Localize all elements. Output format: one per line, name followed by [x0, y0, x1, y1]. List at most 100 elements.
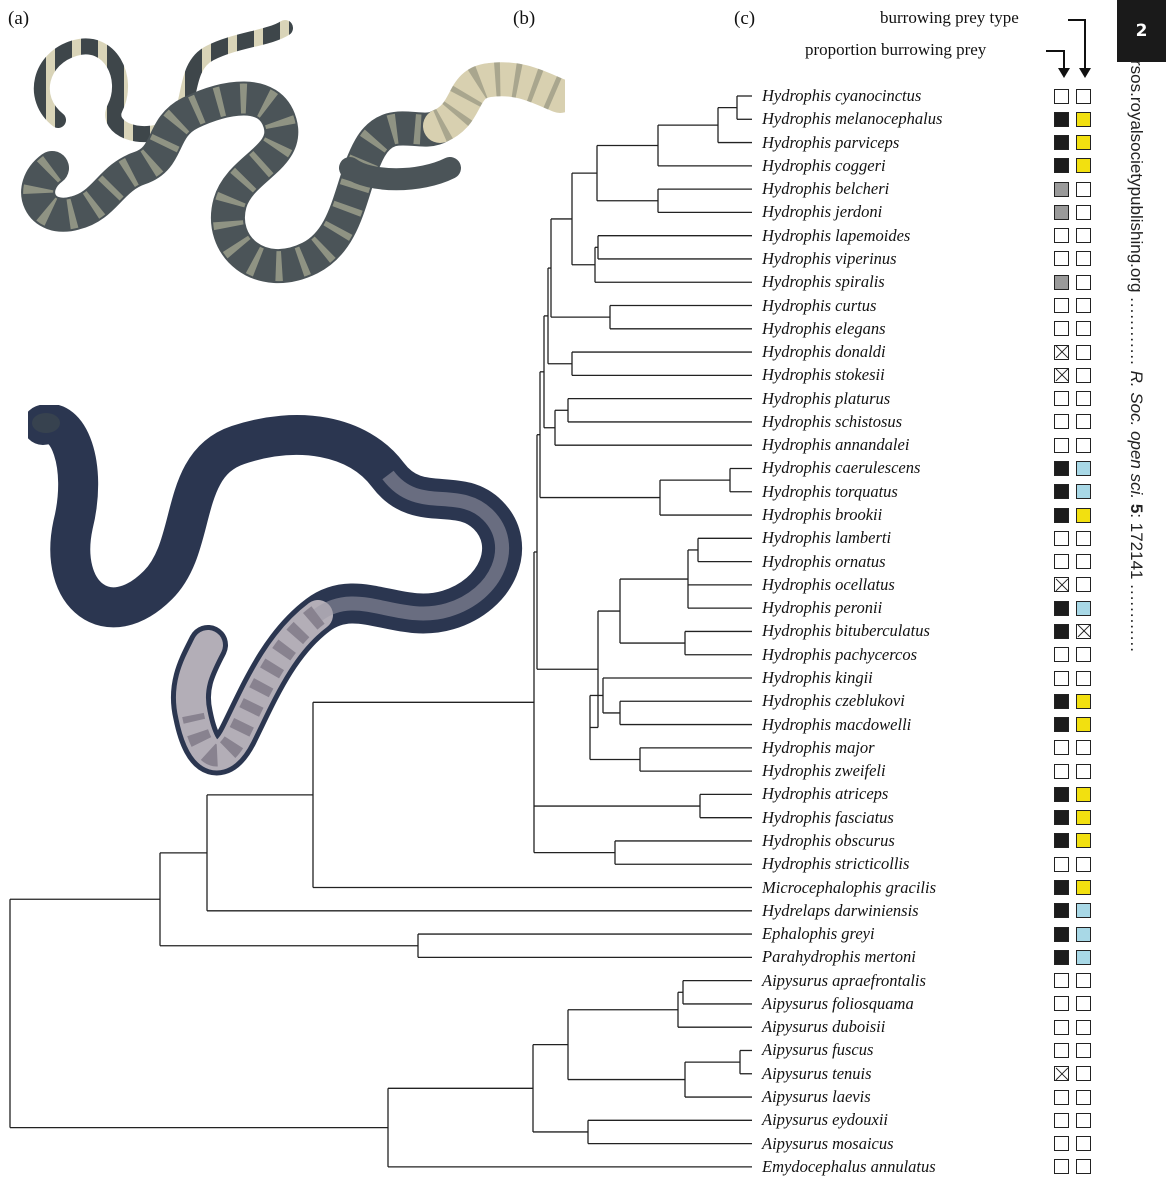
proportion-cell [1054, 601, 1069, 616]
prey-type-cell [1076, 1136, 1091, 1151]
prey-type-cell [1076, 182, 1091, 197]
proportion-cell [1054, 880, 1069, 895]
taxon-label: Hydrophis czeblukovi [762, 691, 905, 711]
proportion-cell [1054, 368, 1069, 383]
prey-type-cell [1076, 414, 1091, 429]
prey-type-cell [1076, 577, 1091, 592]
taxon-label: Hydrophis platurus [762, 389, 890, 409]
prey-type-cell [1076, 438, 1091, 453]
taxon-label: Hydrophis belcheri [762, 179, 889, 199]
taxon-label: Hydrophis parviceps [762, 133, 899, 153]
proportion-cell [1054, 740, 1069, 755]
taxon-label: Hydrophis obscurus [762, 831, 895, 851]
taxon-label: Hydrophis macdowelli [762, 715, 911, 735]
prey-type-cell [1076, 158, 1091, 173]
prey-type-cell [1076, 89, 1091, 104]
taxon-label: Hydrophis schistosus [762, 412, 902, 432]
prey-type-cell [1076, 135, 1091, 150]
proportion-cell [1054, 414, 1069, 429]
prey-type-cell [1076, 1113, 1091, 1128]
prey-type-cell [1076, 1066, 1091, 1081]
prey-type-cell [1076, 857, 1091, 872]
taxon-label: Hydrophis torquatus [762, 482, 898, 502]
prey-type-cell [1076, 950, 1091, 965]
prey-type-cell [1076, 764, 1091, 779]
prey-type-cell [1076, 345, 1091, 360]
taxon-label: Hydrophis coggeri [762, 156, 886, 176]
taxon-label: Hydrophis elegans [762, 319, 886, 339]
prey-type-cell [1076, 368, 1091, 383]
prey-type-cell [1076, 554, 1091, 569]
proportion-cell [1054, 345, 1069, 360]
taxon-label: Parahydrophis mertoni [762, 947, 916, 967]
prey-type-cell [1076, 973, 1091, 988]
prey-type-cell [1076, 298, 1091, 313]
taxon-label: Hydrophis kingii [762, 668, 873, 688]
proportion-cell [1054, 833, 1069, 848]
proportion-cell [1054, 1020, 1069, 1035]
taxon-label: Hydrophis lapemoides [762, 226, 910, 246]
taxon-label: Hydrophis curtus [762, 296, 876, 316]
proportion-cell [1054, 996, 1069, 1011]
proportion-cell [1054, 1090, 1069, 1105]
proportion-cell [1054, 275, 1069, 290]
proportion-cell [1054, 112, 1069, 127]
taxon-label: Hydrophis zweifeli [762, 761, 886, 781]
proportion-cell [1054, 484, 1069, 499]
taxon-label: Aipysurus mosaicus [762, 1134, 894, 1154]
proportion-cell [1054, 1043, 1069, 1058]
proportion-cell [1054, 298, 1069, 313]
prey-type-cell [1076, 1020, 1091, 1035]
proportion-cell [1054, 89, 1069, 104]
proportion-cell [1054, 903, 1069, 918]
proportion-cell [1054, 717, 1069, 732]
prey-type-cell [1076, 833, 1091, 848]
prey-type-cell [1076, 228, 1091, 243]
prey-type-cell [1076, 880, 1091, 895]
proportion-cell [1054, 1066, 1069, 1081]
taxon-label: Hydrophis fasciatus [762, 808, 894, 828]
proportion-cell [1054, 950, 1069, 965]
proportion-cell [1054, 228, 1069, 243]
taxon-label: Hydrophis caerulescens [762, 458, 920, 478]
proportion-cell [1054, 182, 1069, 197]
prey-type-cell [1076, 694, 1091, 709]
taxon-label: Hydrophis jerdoni [762, 202, 882, 222]
taxon-label: Hydrophis donaldi [762, 342, 886, 362]
proportion-cell [1054, 461, 1069, 476]
prey-type-cell [1076, 996, 1091, 1011]
prey-type-cell [1076, 601, 1091, 616]
prey-type-cell [1076, 927, 1091, 942]
proportion-cell [1054, 508, 1069, 523]
prey-type-cell [1076, 275, 1091, 290]
prey-type-cell [1076, 508, 1091, 523]
taxon-label: Microcephalophis gracilis [762, 878, 936, 898]
proportion-cell [1054, 764, 1069, 779]
taxon-label: Hydrelaps darwiniensis [762, 901, 919, 921]
taxon-label: Hydrophis annandalei [762, 435, 909, 455]
taxon-label: Hydrophis ornatus [762, 552, 886, 572]
taxon-label: Hydrophis spiralis [762, 272, 885, 292]
taxon-label: Hydrophis cyanocinctus [762, 86, 921, 106]
prey-type-cell [1076, 484, 1091, 499]
proportion-cell [1054, 1136, 1069, 1151]
taxon-label: Hydrophis viperinus [762, 249, 897, 269]
prey-type-cell [1076, 717, 1091, 732]
taxon-label: Aipysurus tenuis [762, 1064, 872, 1084]
prey-type-cell [1076, 321, 1091, 336]
taxon-label: Hydrophis peronii [762, 598, 882, 618]
taxon-label: Hydrophis brookii [762, 505, 882, 525]
taxon-label: Aipysurus duboisii [762, 1017, 885, 1037]
taxon-label: Emydocephalus annulatus [762, 1157, 936, 1177]
proportion-cell [1054, 135, 1069, 150]
prey-type-cell [1076, 624, 1091, 639]
proportion-cell [1054, 647, 1069, 662]
prey-type-cell [1076, 647, 1091, 662]
prey-type-cell [1076, 391, 1091, 406]
taxon-label: Aipysurus eydouxii [762, 1110, 888, 1130]
proportion-cell [1054, 251, 1069, 266]
taxon-label: Ephalophis greyi [762, 924, 875, 944]
prey-type-cell [1076, 671, 1091, 686]
proportion-cell [1054, 810, 1069, 825]
